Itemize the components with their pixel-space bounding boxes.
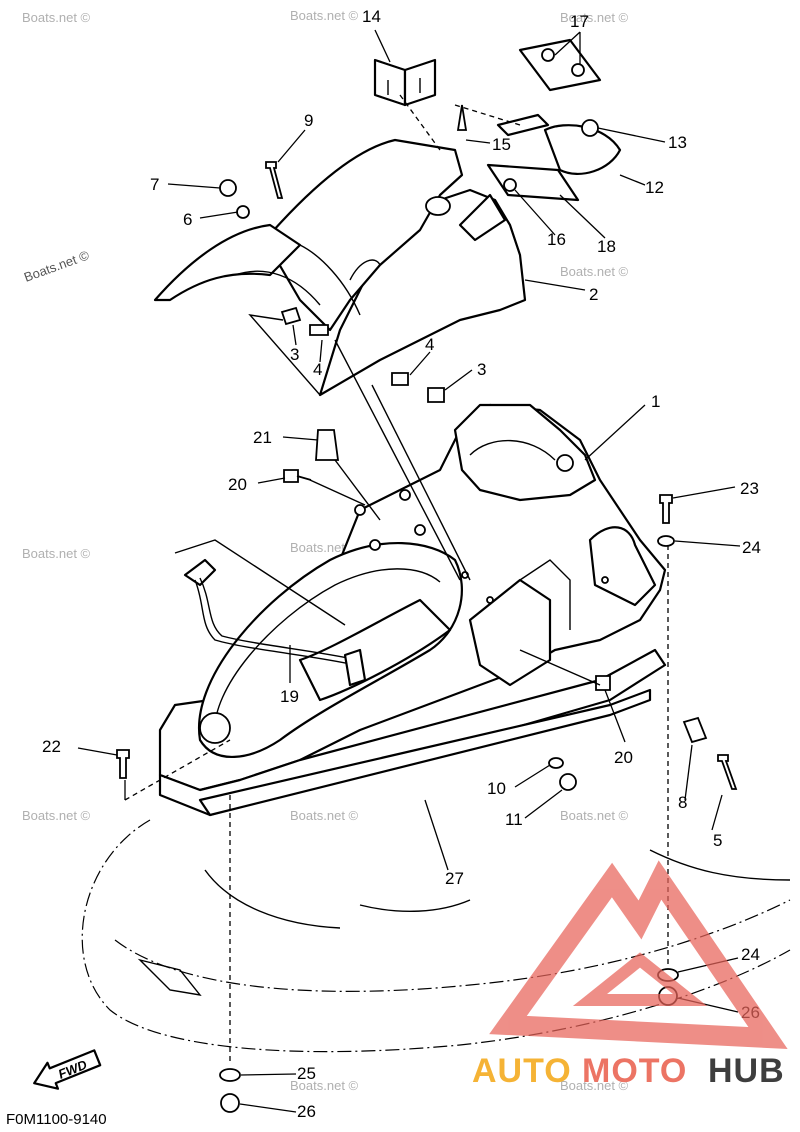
washer-part-25 — [219, 1068, 241, 1082]
bolt-part-4b — [391, 372, 409, 386]
callout-20: 20 — [614, 748, 633, 767]
callout-3: 3 — [477, 360, 486, 379]
hull-outline — [81, 819, 791, 1053]
screw-part-15 — [456, 104, 468, 131]
bolt-part-9 — [265, 161, 284, 199]
watermark: Boats.net © — [290, 1078, 359, 1093]
callout-18: 18 — [597, 237, 616, 256]
callout-27: 27 — [445, 869, 464, 888]
logo-moto: MOTO — [582, 1052, 687, 1090]
callout-21: 21 — [253, 428, 272, 447]
callout-17: 17 — [570, 12, 589, 31]
callout-5: 5 — [713, 831, 722, 850]
watermark: Boats.net © — [560, 1078, 629, 1093]
callout-23: 23 — [740, 479, 759, 498]
watermark: Boats.net © — [22, 546, 91, 561]
washer-part-24 — [657, 535, 675, 547]
callout-8: 8 — [678, 793, 687, 812]
leader-lines — [77, 29, 741, 1113]
deck-part-1 — [158, 403, 667, 817]
bolt-part-22 — [116, 749, 130, 779]
clip-part-3b — [427, 387, 445, 403]
callout-3: 3 — [290, 345, 299, 364]
bolt-part-23 — [659, 494, 673, 524]
small-parts — [373, 38, 622, 202]
upper-cover-part-2 — [153, 138, 527, 397]
callout-15: 15 — [492, 135, 511, 154]
callout-19: 19 — [280, 687, 299, 706]
washer-part-6 — [236, 205, 250, 219]
callout-6: 6 — [183, 210, 192, 229]
callout-25: 25 — [297, 1064, 316, 1083]
callout-24: 24 — [741, 945, 760, 964]
clip-part-16 — [503, 178, 517, 192]
watermark: Boats.net © — [22, 808, 91, 823]
cover-part-12 — [543, 124, 622, 175]
callout-1: 1 — [651, 392, 660, 411]
callout-9: 9 — [304, 111, 313, 130]
nut-part-13 — [581, 119, 599, 137]
collar-part-8 — [682, 716, 708, 744]
grab-handle-part-19 — [174, 539, 367, 687]
clip-part-3 — [280, 306, 302, 326]
callout-20: 20 — [228, 475, 247, 494]
plate-part-17 — [518, 38, 602, 92]
bracket-part-14 — [373, 58, 407, 107]
callout-4: 4 — [313, 360, 322, 379]
callout-22: 22 — [42, 737, 61, 756]
callout-2: 2 — [589, 285, 598, 304]
logo-hub: HUB — [708, 1052, 785, 1090]
watermark: Boats.net © — [22, 10, 91, 25]
callout-24: 24 — [742, 538, 761, 557]
callout-4: 4 — [425, 335, 434, 354]
fwd-arrow: FWD — [33, 1049, 102, 1090]
diagram-code: F0M1100-9140 — [6, 1111, 107, 1128]
logo-auto: AUTO — [472, 1052, 572, 1090]
callout-10: 10 — [487, 779, 506, 798]
assembly-lines — [124, 94, 669, 1065]
watermark: Boats.net © — [290, 808, 359, 823]
callout-13: 13 — [668, 133, 687, 152]
callout-12: 12 — [645, 178, 664, 197]
logo-triangle-icon — [489, 860, 788, 1049]
bolt-part-4 — [309, 324, 329, 336]
watermark: Boats.net © — [290, 8, 359, 23]
callout-16: 16 — [547, 230, 566, 249]
bolt-part-20 — [283, 469, 312, 483]
callout-11: 11 — [505, 810, 523, 829]
grommet-part-21 — [315, 429, 340, 461]
watermark: Boats.net © — [560, 10, 629, 25]
watermark: Boats.net © — [290, 540, 359, 555]
callout-7: 7 — [150, 175, 159, 194]
watermark: Boats.net © — [560, 264, 629, 279]
fasteners — [116, 161, 738, 1113]
callout-14: 14 — [362, 7, 381, 26]
automotohub-logo: AUTO MOTO HUB — [472, 860, 788, 1090]
bolt-part-20b — [595, 675, 611, 691]
nut-part-7 — [219, 179, 237, 197]
nut-part-26 — [220, 1093, 240, 1113]
fwd-label: FWD — [56, 1057, 90, 1082]
callout-26: 26 — [297, 1102, 316, 1121]
bolt-part-5 — [717, 754, 738, 790]
washer-part-10 — [548, 757, 564, 769]
nut-part-11 — [559, 773, 577, 791]
watermark: Boats.net © — [560, 808, 629, 823]
watermark: Boats.net © — [22, 247, 92, 285]
